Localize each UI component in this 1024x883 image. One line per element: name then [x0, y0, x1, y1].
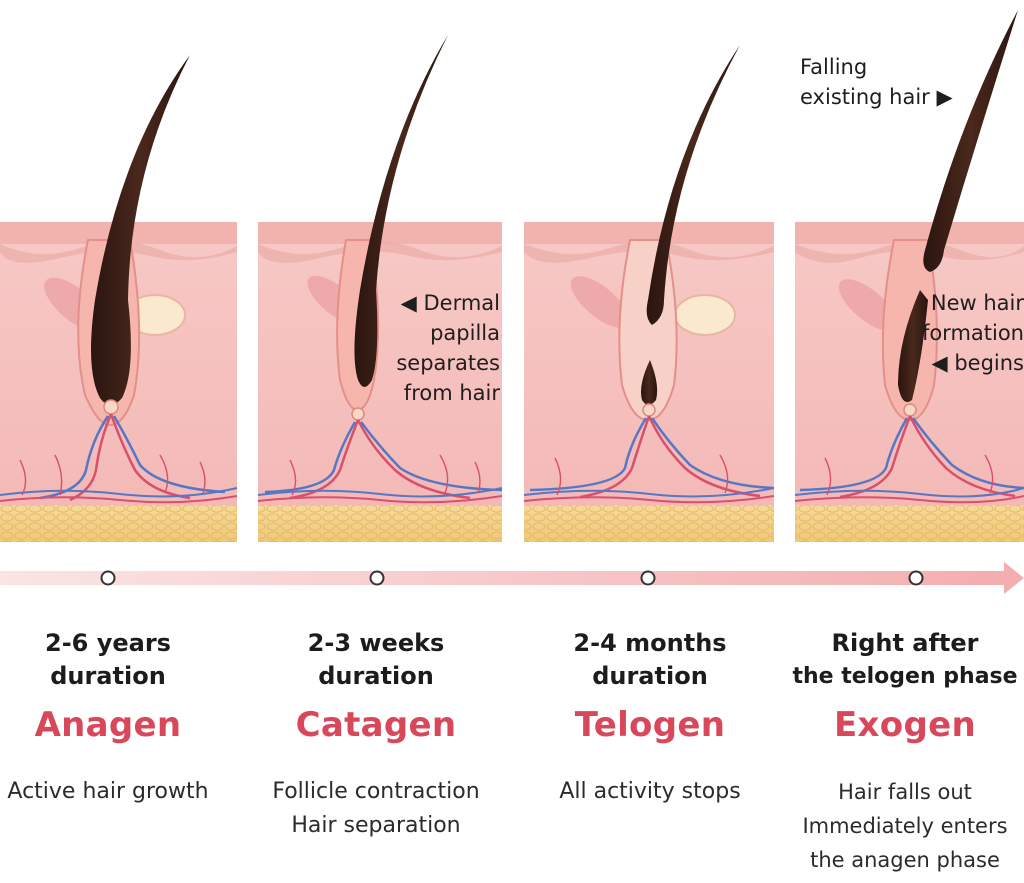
panel-anagen	[0, 55, 238, 542]
timeline-arrowhead	[1004, 562, 1024, 594]
annotation-falling-hair: Falling existing hair ▶	[800, 55, 953, 109]
phase-duration: 2-4 months duration	[573, 629, 727, 690]
timeline-marker-telogen	[640, 570, 656, 586]
timeline	[0, 562, 1024, 594]
panel-telogen	[523, 45, 775, 542]
phase-telogen: 2-4 months duration Telogen All activity…	[500, 627, 800, 809]
phase-name: Telogen	[574, 705, 726, 745]
panel-catagen	[257, 35, 503, 542]
phase-duration: 2-6 years duration	[45, 629, 171, 690]
phase-description: Active hair growth	[7, 779, 209, 804]
timeline-marker-catagen	[369, 570, 385, 586]
phase-description: Hair falls out Immediately enters the an…	[802, 780, 1008, 872]
timeline-marker-exogen	[908, 570, 924, 586]
timeline-marker-anagen	[100, 570, 116, 586]
phase-duration: Right after the telogen phase	[792, 629, 1018, 689]
panel-exogen	[794, 10, 1024, 542]
phase-exogen: Right after the telogen phase Exogen Hai…	[785, 627, 1024, 877]
phase-name: Catagen	[295, 705, 457, 745]
annotation-new-hair: New hair formation ◀ begins	[921, 291, 1024, 375]
phase-duration: 2-3 weeks duration	[307, 629, 445, 690]
phase-name: Exogen	[834, 705, 976, 745]
phase-catagen: 2-3 weeks duration Catagen Follicle cont…	[226, 627, 526, 843]
annotation-dermal-papilla: ◀ Dermal papilla separates from hair	[396, 291, 500, 405]
phase-description: Follicle contraction Hair separation	[272, 779, 480, 838]
phase-description: All activity stops	[559, 779, 741, 804]
phase-name: Anagen	[34, 705, 182, 745]
phase-anagen: 2-6 years duration Anagen Active hair gr…	[0, 627, 258, 809]
